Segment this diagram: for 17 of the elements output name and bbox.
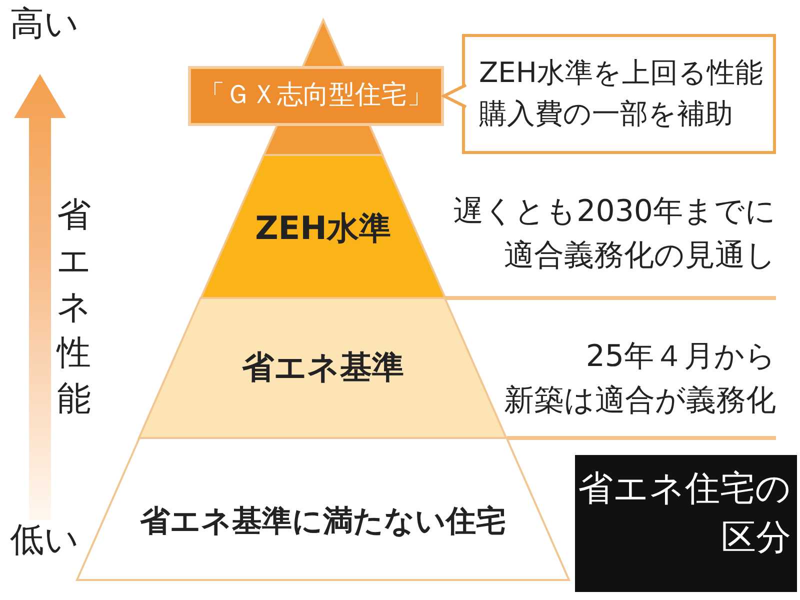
- pyramid-tier: [77, 438, 569, 580]
- tier-label: 省エネ基準: [242, 347, 404, 388]
- callout-text: ZEH水準を上回る性能: [479, 55, 763, 92]
- label-box: [188, 66, 444, 126]
- axis-label: 低い: [10, 520, 79, 561]
- description-text: 25年４月から新築は適合が義務化: [503, 338, 776, 420]
- callout-box: [462, 34, 776, 154]
- label-text: 「ＧＸ志向型住宅」: [199, 79, 433, 112]
- axis-label: 高い: [10, 4, 79, 45]
- pyramid-tier: [200, 155, 446, 298]
- axis-title: 省エネ性能: [56, 194, 92, 421]
- tier-label: 省エネ基準に満たない住宅: [140, 502, 506, 540]
- callout-text: 購入費の一部を補助: [479, 96, 733, 132]
- description-text: 遅くとも2030年までに適合義務化の見通し: [452, 193, 776, 274]
- callout-pointer: [440, 84, 468, 108]
- tier-label: ZEH水準: [255, 208, 391, 249]
- title-text: 省エネ住宅の区分: [577, 468, 791, 560]
